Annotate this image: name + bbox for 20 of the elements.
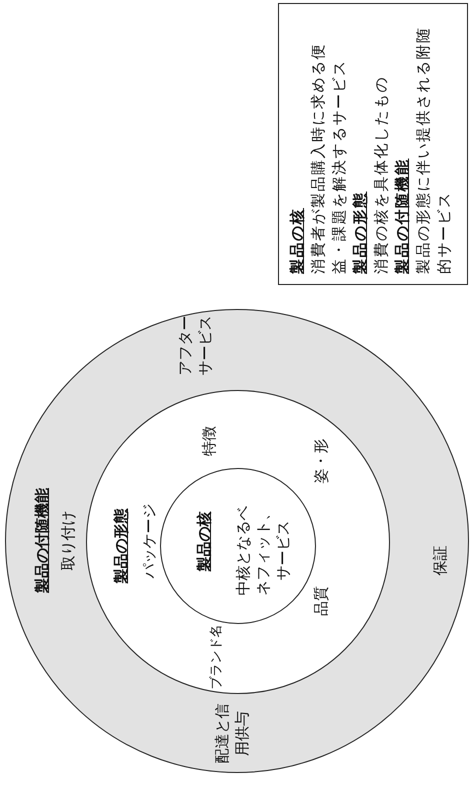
- circle-label: 中核となるベネフィット、サービス: [232, 504, 292, 598]
- circle-label: パッケージ: [139, 502, 159, 580]
- circle-label: 姿・形: [311, 438, 331, 486]
- definition-heading: 製品の付随機能: [392, 158, 412, 274]
- circle-label: 特徴: [199, 425, 219, 458]
- definition-heading: 製品の形態: [350, 190, 370, 274]
- definition-heading: 製品の核: [287, 207, 307, 274]
- circle-heading: 製品の核: [194, 510, 214, 574]
- circle-label: アフターサービス: [174, 314, 214, 378]
- circle-label: 取り付け: [58, 510, 78, 572]
- circle-label: 品質: [311, 585, 331, 618]
- circle-heading: 製品の付随機能: [32, 487, 52, 595]
- circle-label: ブランド名: [208, 624, 225, 691]
- circle-label: 配達と信用供与: [212, 702, 252, 766]
- definition-text: 製品の形態に伴い提供される附随的サービス: [413, 26, 454, 274]
- definition-text: 消費者が製品購入時に求める便益・課題を解決するサービス: [308, 42, 349, 274]
- circle-label: 保証: [430, 544, 450, 578]
- definition-text: 消費の核を具体化したもの: [371, 75, 391, 274]
- definition-box: [278, 3, 468, 285]
- circle-heading: 製品の形態: [111, 508, 131, 586]
